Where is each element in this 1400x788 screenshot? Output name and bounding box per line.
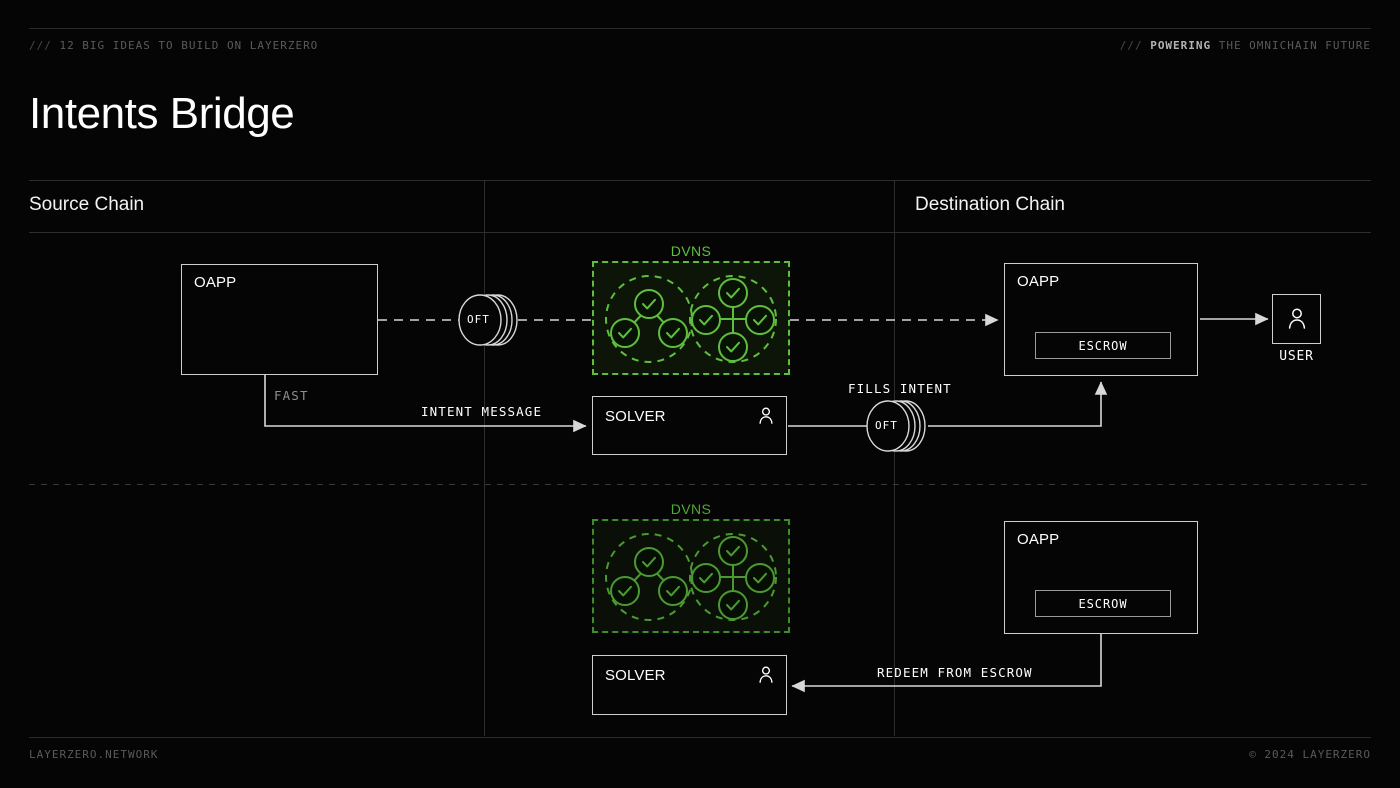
footer-copyright: © 2024 LAYERZERO: [1249, 748, 1371, 761]
dvns-group-top[interactable]: DVNS: [592, 243, 790, 375]
flow-separator: [29, 484, 1371, 485]
header-rule: [29, 28, 1371, 29]
wire-fills-intent-to-escrow: [928, 381, 1108, 427]
dvns-bottom-title: DVNS: [670, 501, 712, 517]
dvns-left-node-bl: [610, 318, 640, 348]
dvns-b-right-node-left: [691, 563, 721, 593]
destination-chain-label: Destination Chain: [915, 194, 1065, 215]
user-box[interactable]: [1272, 294, 1321, 344]
user-caption: USER: [1279, 349, 1314, 364]
dvns-b-left-node-bl: [610, 576, 640, 606]
dvns-b-left-node-br: [658, 576, 688, 606]
dvns-right-node-bottom: [718, 332, 748, 362]
header-right-rest: THE OMNICHAIN FUTURE: [1218, 39, 1371, 52]
intent-message-label: INTENT MESSAGE: [421, 404, 543, 419]
source-oapp-title: OAPP: [194, 274, 237, 291]
person-icon-user: [1288, 308, 1306, 329]
dvns-b-right-node-top: [718, 536, 748, 566]
escrow-box-bottom[interactable]: ESCROW: [1035, 590, 1171, 617]
source-chain-label: Source Chain: [29, 194, 145, 215]
dvns-left-node-top: [634, 289, 664, 319]
dvns-right-node-top: [718, 278, 748, 308]
dvns-group-bottom[interactable]: DVNS: [592, 501, 790, 633]
header-left-text: 12 BIG IDEAS TO BUILD ON LAYERZERO: [59, 39, 319, 52]
dest-oapp-title-bottom: OAPP: [1017, 531, 1060, 548]
oft-coin-front: [458, 294, 502, 346]
dvns-right-node-right: [745, 305, 775, 335]
header-right-slashes: ///: [1119, 39, 1143, 52]
oft-token-label: OFT: [467, 313, 490, 326]
solver-title-top: SOLVER: [605, 408, 666, 425]
escrow-label-top: ESCROW: [1078, 338, 1128, 353]
header-right-meta: /// POWERING THE OMNICHAIN FUTURE: [1120, 39, 1371, 52]
page-title: Intents Bridge: [29, 89, 295, 138]
dest-oapp-title-top: OAPP: [1017, 273, 1060, 290]
header-left-slashes: ///: [29, 39, 52, 52]
column-divider-left: [484, 180, 485, 736]
footer-rule: [29, 737, 1371, 738]
solver-title-bottom: SOLVER: [605, 667, 666, 684]
dvns-bottom-box: [592, 519, 790, 633]
dvns-top-box: [592, 261, 790, 375]
solver-box-top[interactable]: SOLVER: [592, 396, 787, 455]
person-icon-solver-bottom: [759, 666, 773, 683]
dvns-b-right-node-right: [745, 563, 775, 593]
dvns-b-left-node-top: [634, 547, 664, 577]
columns-top-rule: [29, 180, 1371, 181]
source-oapp-box[interactable]: OAPP: [181, 264, 378, 375]
columns-bottom-rule: [29, 232, 1371, 233]
dest-oapp-box-top[interactable]: OAPP ESCROW: [1004, 263, 1198, 376]
fills-oft-token-label: OFT: [875, 419, 898, 432]
header-left-meta: /// 12 BIG IDEAS TO BUILD ON LAYERZERO: [29, 39, 318, 52]
redeem-from-escrow-label: REDEEM FROM ESCROW: [877, 665, 1033, 680]
dest-oapp-box-bottom[interactable]: OAPP ESCROW: [1004, 521, 1198, 634]
fills-oft-coin-front: [866, 400, 910, 452]
dvns-b-right-node-bottom: [718, 590, 748, 620]
fills-intent-label: FILLS INTENT: [848, 381, 952, 396]
fast-label: FAST: [274, 388, 309, 403]
escrow-box-top[interactable]: ESCROW: [1035, 332, 1171, 359]
header-right-strong: POWERING: [1150, 39, 1212, 52]
solver-box-bottom[interactable]: SOLVER: [592, 655, 787, 715]
oft-token-stack[interactable]: OFT: [458, 294, 520, 346]
fills-oft-token-stack[interactable]: OFT: [866, 400, 928, 452]
dvns-left-node-br: [658, 318, 688, 348]
footer-site-link[interactable]: LAYERZERO.NETWORK: [29, 748, 159, 761]
dvns-top-title: DVNS: [670, 243, 712, 259]
person-icon-solver-top: [759, 407, 773, 424]
escrow-label-bottom: ESCROW: [1078, 596, 1128, 611]
column-divider-right: [894, 180, 895, 736]
dvns-right-node-left: [691, 305, 721, 335]
